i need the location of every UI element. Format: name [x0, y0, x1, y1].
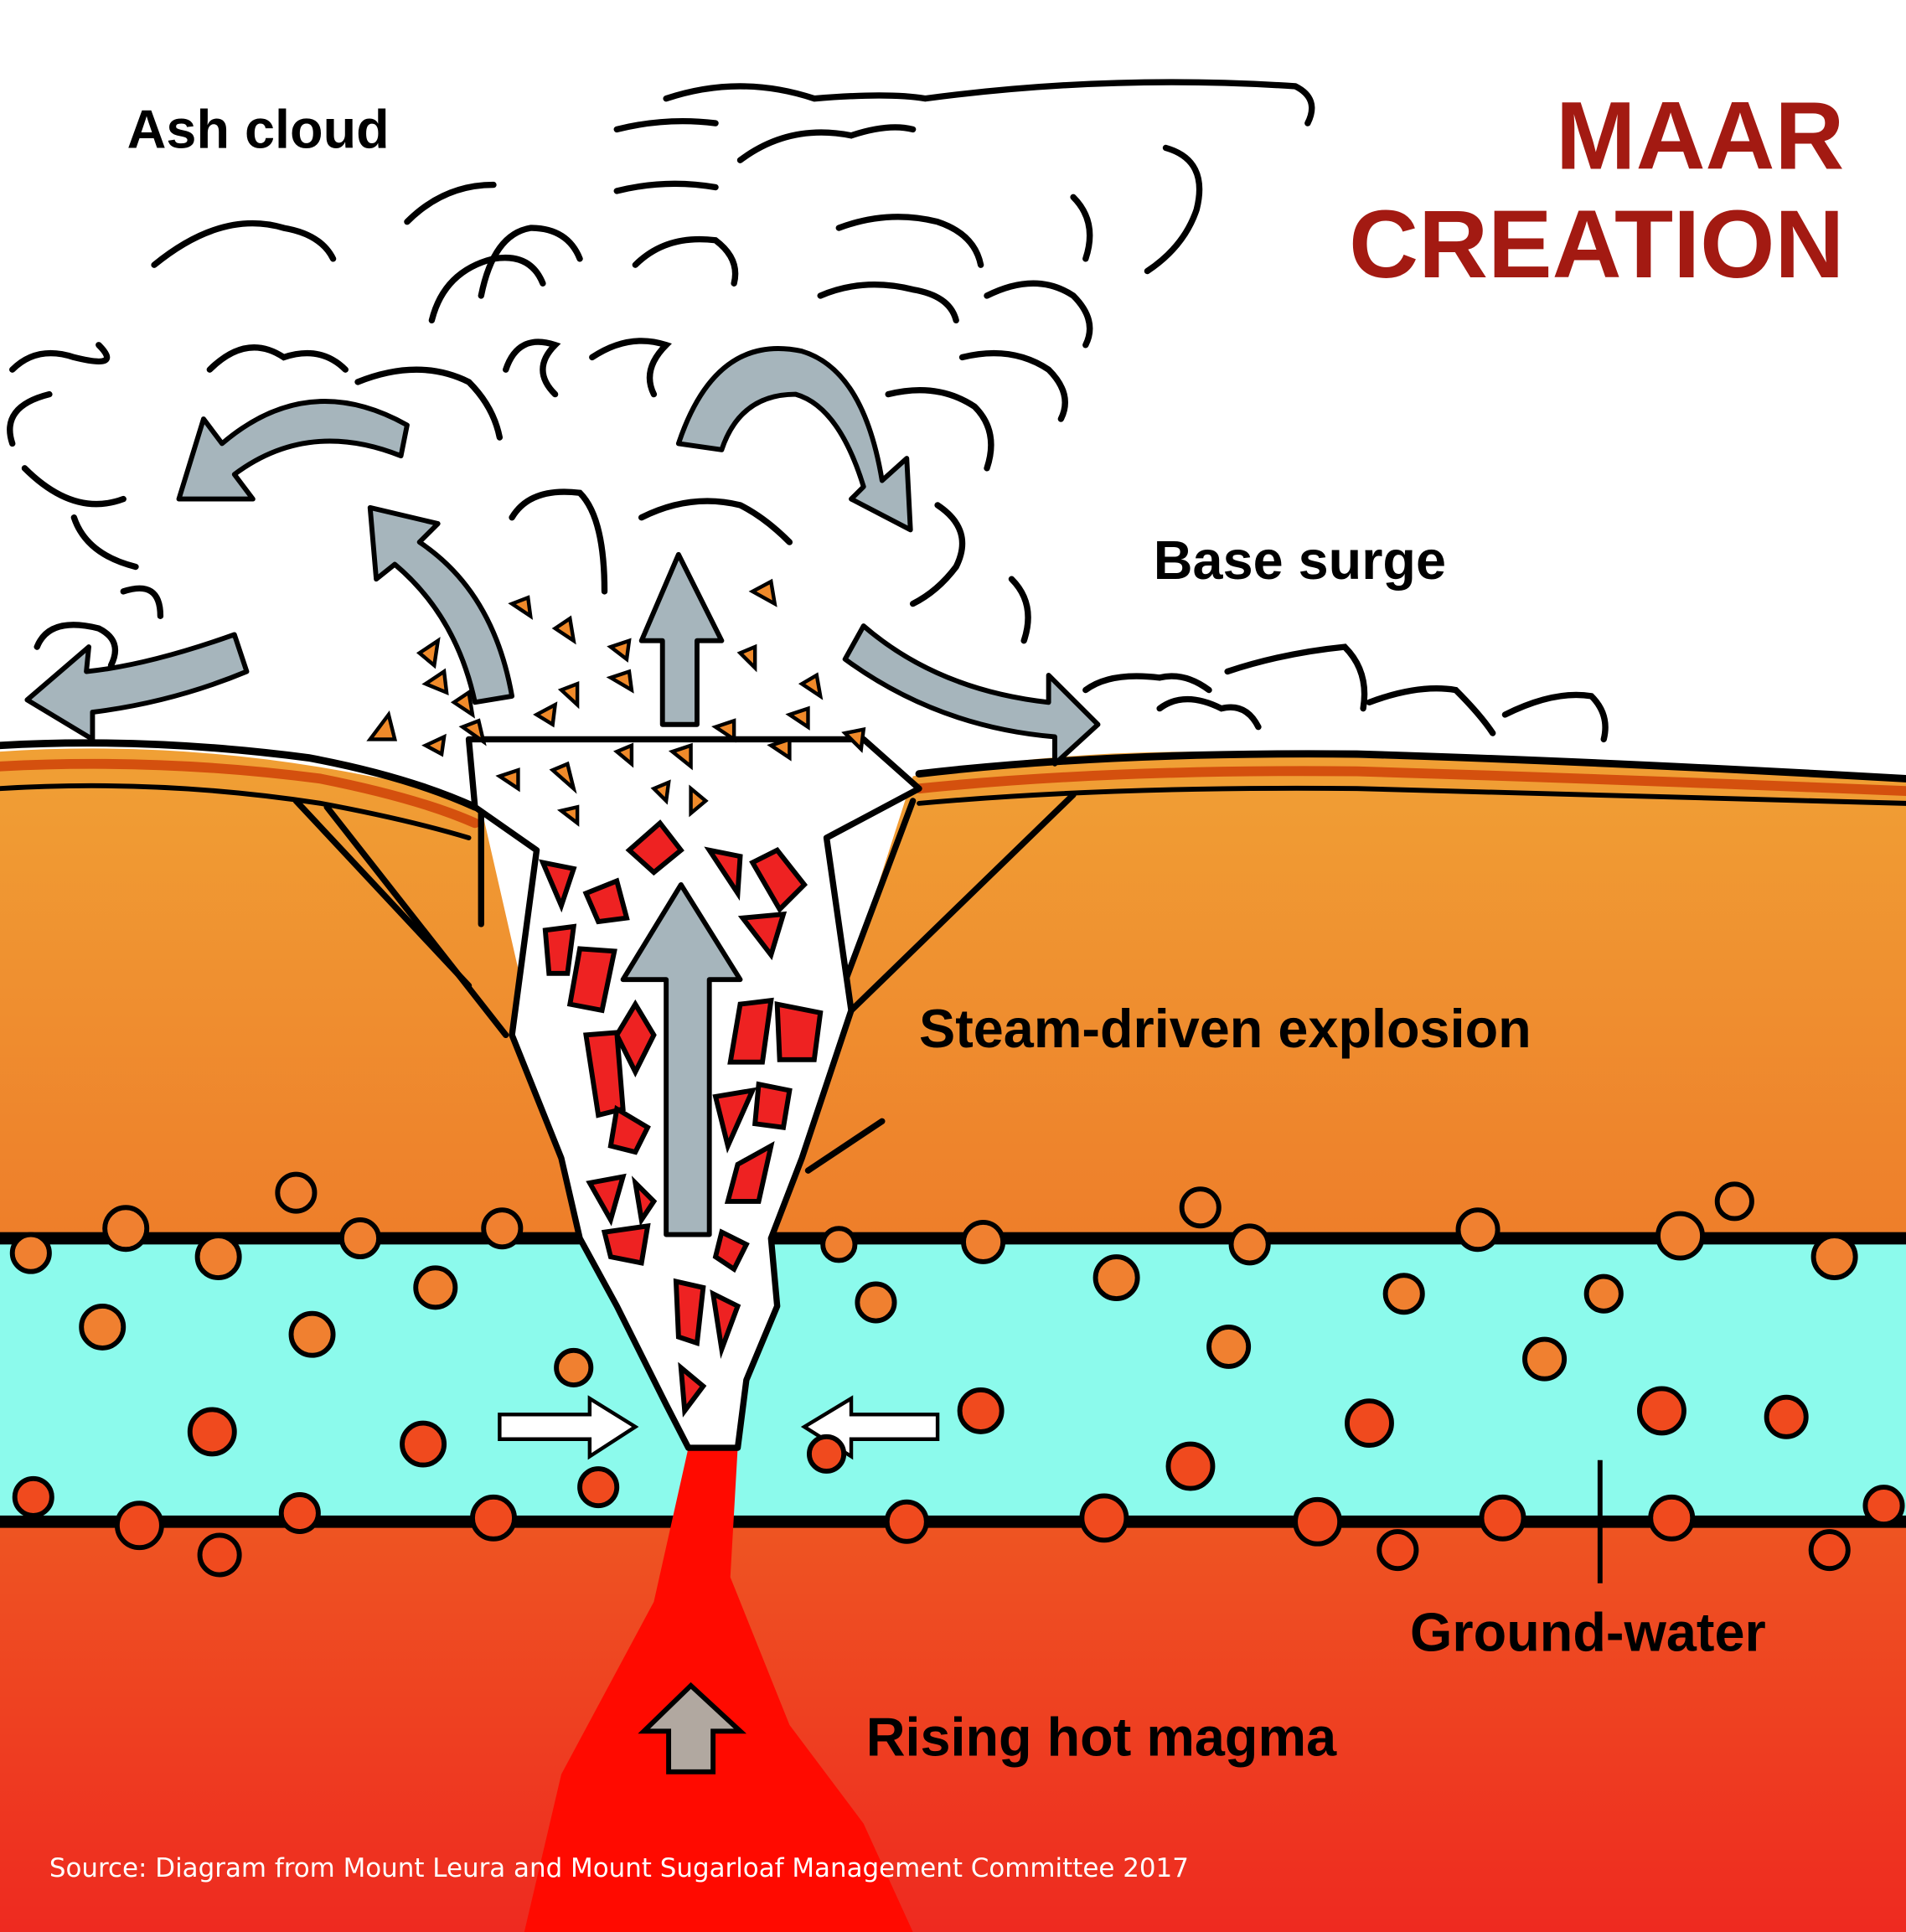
sediment-layer	[0, 748, 1906, 1239]
label-rising-magma: Rising hot magma	[866, 1707, 1337, 1768]
label-groundwater: Ground-water	[1410, 1602, 1766, 1663]
source-credit: Source: Diagram from Mount Leura and Mou…	[49, 1853, 1189, 1883]
arrow-arc-right	[675, 346, 913, 533]
eruption-arrows	[24, 346, 1101, 1774]
label-base-surge: Base surge	[1154, 529, 1446, 591]
label-ash-cloud: Ash cloud	[127, 99, 390, 160]
arrow-up-magma	[638, 1681, 747, 1774]
ejecta-chips	[366, 578, 866, 827]
arrow-up-vent	[620, 881, 743, 1237]
arrow-left-lower	[24, 632, 250, 742]
arrow-up-left	[367, 504, 515, 705]
arrow-left-upper	[176, 399, 410, 502]
fault-lines	[292, 791, 1077, 1174]
arrow-pressure-right	[498, 1395, 639, 1460]
magma-plume	[524, 1448, 913, 1932]
sediment-pebbles	[9, 1171, 1905, 1578]
bedrock-layer	[0, 1521, 1906, 1932]
ash-cloud-outline	[7, 79, 1609, 743]
title-creation: CREATION	[1349, 191, 1844, 298]
groundwater-top-boundary	[0, 1232, 1906, 1245]
title-maar: MAAR	[1556, 83, 1844, 190]
arrow-right-surge	[842, 623, 1101, 767]
rock-fragments	[538, 819, 824, 1418]
groundwater-layer	[0, 1238, 1906, 1522]
label-steam-explosion: Steam-driven explosion	[919, 998, 1532, 1059]
arrow-up-center	[638, 551, 725, 727]
